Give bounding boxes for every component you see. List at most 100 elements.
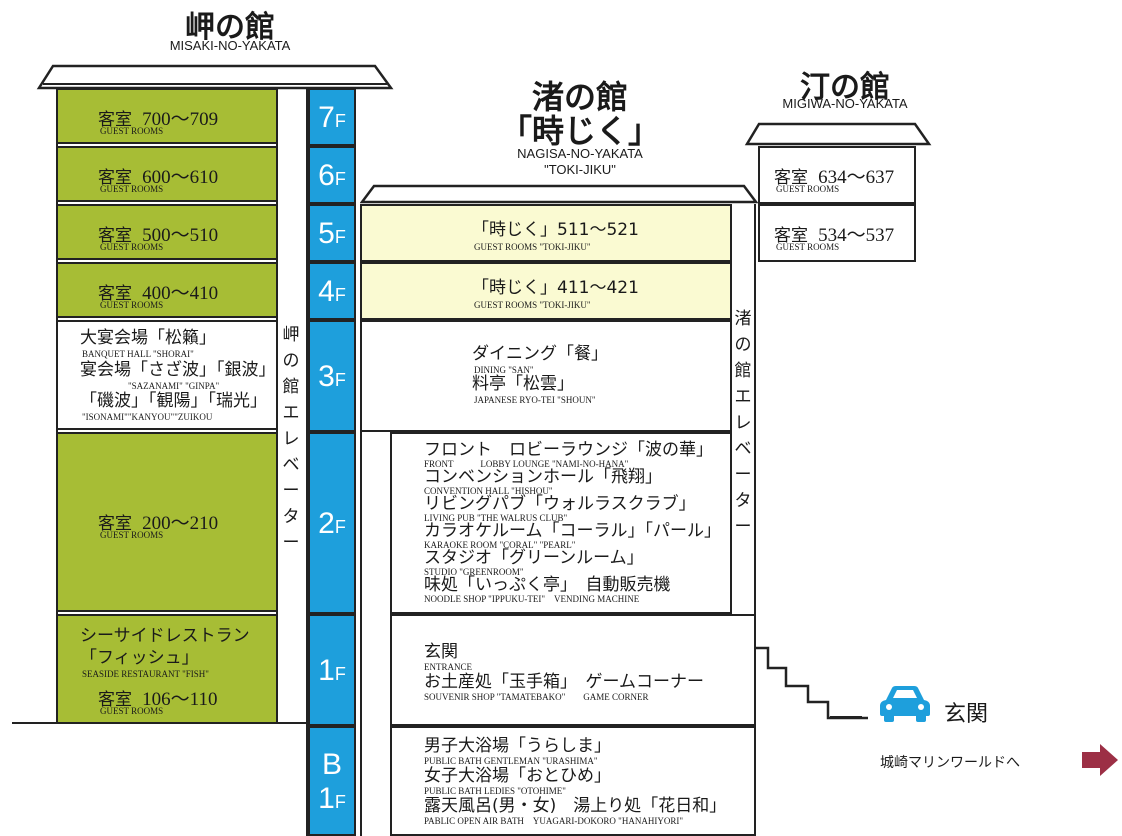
elevator-char: ベ (734, 439, 752, 459)
seaside-restaurant: シーサイドレストラン (80, 626, 250, 646)
room-label: 客室 (774, 226, 808, 246)
misaki-1f-restaurant: シーサイドレストラン 「フィッシュ」 SEASIDE RESTAURANT "F… (56, 614, 278, 724)
banquet-isonami-en: "ISONAMI""KANYOU""ZUIKOU (82, 412, 213, 422)
banquet-sazanami-ginpa: 宴会場「さざ波」「銀波」 (80, 360, 276, 380)
restaurant-fish-en: SEASIDE RESTAURANT "FISH" (82, 669, 209, 679)
nagisa-elevator-label: 渚の館エレベーター (733, 306, 753, 540)
misaki-3f-banquet: 大宴会場「松籟」 BANQUET HALL "SHORAI" 宴会場「さざ波」「… (56, 320, 278, 430)
room-numbers: 200〜210 (142, 513, 219, 534)
nagisa-4f-rooms: 「時じく」411〜421 GUEST ROOMS "TOKI-JIKU" (360, 262, 732, 320)
convention-hall: コンベンションホール「飛翔」 (424, 467, 662, 487)
floor-suffix: F (334, 370, 346, 390)
mens-bath: 男子大浴場「うらしま」 (424, 736, 611, 756)
elevator-char: エ (734, 387, 752, 407)
misaki-roof (36, 64, 394, 90)
floor-number: 3 (318, 360, 335, 393)
tokijiku-4f-en: GUEST ROOMS "TOKI-JIKU" (474, 300, 591, 310)
karaoke-room-en: KARAOKE ROOM "CORAL" "PEARL" (424, 540, 576, 550)
floor-6f: 6F (308, 146, 356, 204)
elevator-char: 岬 (282, 325, 300, 345)
elevator-char: 館 (282, 377, 300, 397)
elevator-char: タ (282, 507, 300, 527)
nagisa-shaft-right (754, 204, 756, 614)
open-air-bath: 露天風呂(男・女) 湯上り処「花日和」 (424, 796, 727, 816)
floor-label-b: B (321, 748, 342, 781)
floor-7f: 7F (308, 88, 356, 146)
ryotei-shoun-en: JAPANESE RYO-TEI "SHOUN" (474, 395, 596, 405)
karaoke-room: カラオケルーム「コーラル」「パール」 (424, 521, 721, 541)
front-lobby: フロント ロビーラウンジ「波の華」 (424, 440, 713, 460)
misaki-6f-rooms: 客室 600〜610 GUEST ROOMS (56, 146, 278, 202)
living-pub: リビングパブ「ウォルラスクラブ」 (424, 494, 696, 514)
room-numbers: 534〜537 (818, 225, 895, 246)
tokijiku-4f: 「時じく」411〜421 (472, 278, 639, 298)
mens-bath-en: PUBLIC BATH GENTLEMAN "URASHIMA" (424, 756, 598, 766)
marine-world-direction: 城崎マリンワールドへ (880, 755, 1020, 771)
room-en: GUEST ROOMS (100, 126, 164, 136)
womens-bath-en: PUBLIC BATH LEDIES "OTOHIME" (424, 786, 566, 796)
restaurant-fish: 「フィッシュ」 (80, 648, 199, 668)
migiwa-5f-rooms: 客室 534〜537 GUEST ROOMS (758, 204, 916, 262)
entrance-label: 玄関 (424, 642, 458, 662)
living-pub-en: LIVING PUB "THE WALRUS CLUB" (424, 513, 568, 523)
room-label: 客室 (98, 110, 132, 130)
migiwa-roof (744, 122, 932, 146)
room-en: GUEST ROOMS (776, 184, 840, 194)
nagisa-title-sub: 「時じく」 (499, 112, 660, 150)
room-en: GUEST ROOMS (100, 184, 164, 194)
misaki-elevator-label: 岬の館エレベーター (281, 322, 303, 556)
elevator-char: タ (734, 491, 752, 511)
elevator-char: の (734, 335, 752, 355)
entrance-stairs (756, 646, 868, 720)
floor-suffix: F (334, 227, 346, 247)
room-en: GUEST ROOMS (100, 242, 164, 252)
floor-number: 4 (318, 275, 335, 308)
floor-number: 7 (318, 101, 335, 134)
migiwa-title: 汀の館 (800, 70, 890, 105)
floor-4f: 4F (308, 262, 356, 320)
floor-suffix: F (334, 169, 346, 189)
misaki-4f-rooms: 客室 400〜410 GUEST ROOMS (56, 262, 278, 318)
noodle-shop-en: NOODLE SHOP "IPPUKU-TEI" VENDING MACHINE (424, 594, 640, 604)
room-label: 客室 (98, 514, 132, 534)
nagisa-title: 渚の館 (531, 78, 628, 116)
souvenir-shop-en: SOUVENIR SHOP "TAMATEBAKO" GAME CORNER (424, 692, 649, 702)
banquet-hall-shorai-en: BANQUET HALL "SHORAI" (82, 349, 194, 359)
room-numbers: 700〜709 (142, 109, 219, 130)
room-en: GUEST ROOMS (100, 300, 164, 310)
room-en: GUEST ROOMS (100, 706, 164, 716)
floor-suffix: F (334, 285, 346, 305)
room-numbers: 400〜410 (142, 283, 219, 304)
nagisa-roof (360, 184, 759, 204)
elevator-char: ベ (282, 455, 300, 475)
nagisa-1f-entrance: 玄関 ENTRANCE お土産処「玉手箱」 ゲームコーナー SOUVENIR S… (390, 614, 756, 726)
dining-san-en: DINING "SAN" (474, 365, 534, 375)
noodle-shop: 味処「いっぷく亭」 自動販売機 (424, 575, 671, 595)
misaki-2f-rooms: 客室 200〜210 GUEST ROOMS (56, 432, 278, 612)
ryotei-shoun: 料亭「松雲」 (472, 374, 574, 394)
studio-en: STUDIO "GREENROOM" (424, 567, 524, 577)
floor-2f: 2F (308, 432, 356, 614)
room-label: 客室 (774, 168, 808, 188)
elevator-char: ー (282, 481, 300, 501)
nagisa-shaft-left (730, 204, 732, 614)
elevator-char: 館 (734, 361, 752, 381)
elevator-char: レ (734, 413, 752, 433)
floor-number: 2 (318, 507, 335, 540)
open-air-bath-en: PABLIC OPEN AIR BATH YUAGARI-DOKORO "HAN… (424, 816, 684, 826)
nagisa-2f-facilities: フロント ロビーラウンジ「波の華」 FRONT LOBBY LOUNGE "NA… (390, 432, 732, 614)
floor-label-1f: 1F (318, 782, 346, 815)
elevator-char: ー (282, 533, 300, 553)
elevator-char: ー (734, 465, 752, 485)
elevator-char: ー (734, 517, 752, 537)
front-lobby-en: FRONT LOBBY LOUNGE "NAMI-NO-HANA" (424, 459, 629, 469)
room-numbers: 500〜510 (142, 225, 219, 246)
entrance-sign: 玄関 (944, 702, 989, 727)
floor-number: 1 (318, 654, 335, 687)
car-icon (880, 686, 930, 722)
floor-3f: 3F (308, 320, 356, 432)
room-label: 客室 (98, 284, 132, 304)
floor-suffix: F (334, 517, 346, 537)
room-en: GUEST ROOMS (776, 242, 840, 252)
